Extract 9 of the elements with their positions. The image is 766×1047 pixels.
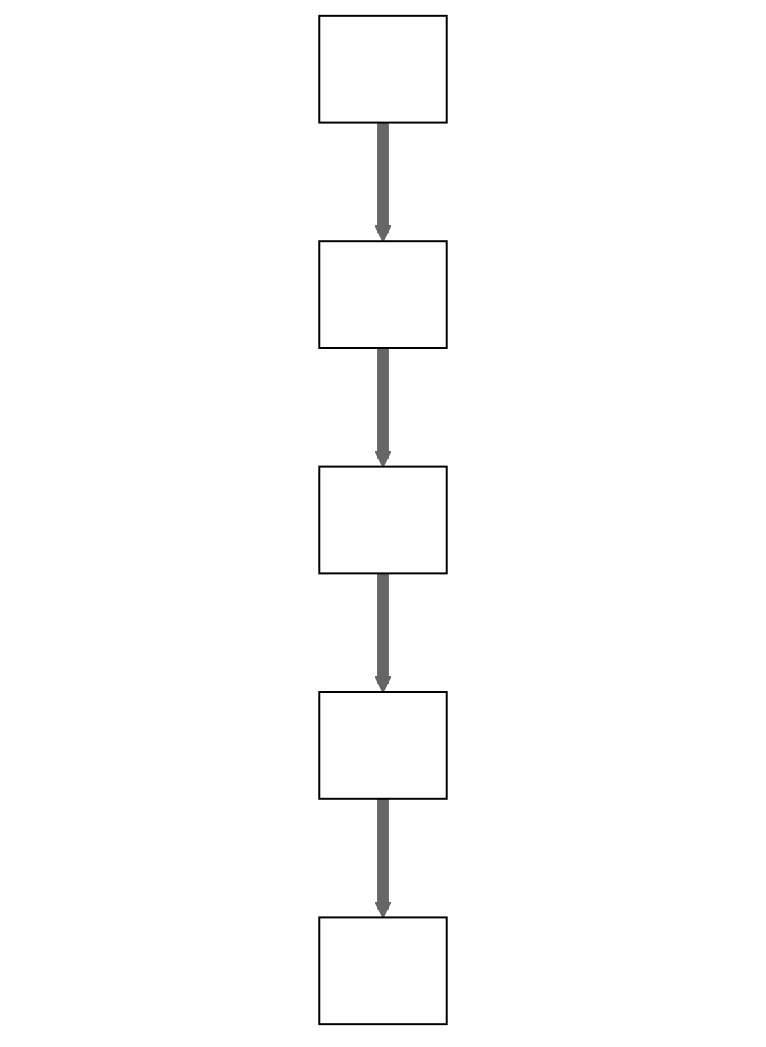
arrow xyxy=(374,348,392,468)
node-box xyxy=(318,465,448,575)
arrow xyxy=(374,798,392,919)
node-box xyxy=(318,916,448,1026)
arrow xyxy=(374,122,392,242)
node-box xyxy=(318,691,448,800)
node-box xyxy=(318,14,448,124)
node-box xyxy=(318,240,448,349)
arrow xyxy=(374,573,392,693)
